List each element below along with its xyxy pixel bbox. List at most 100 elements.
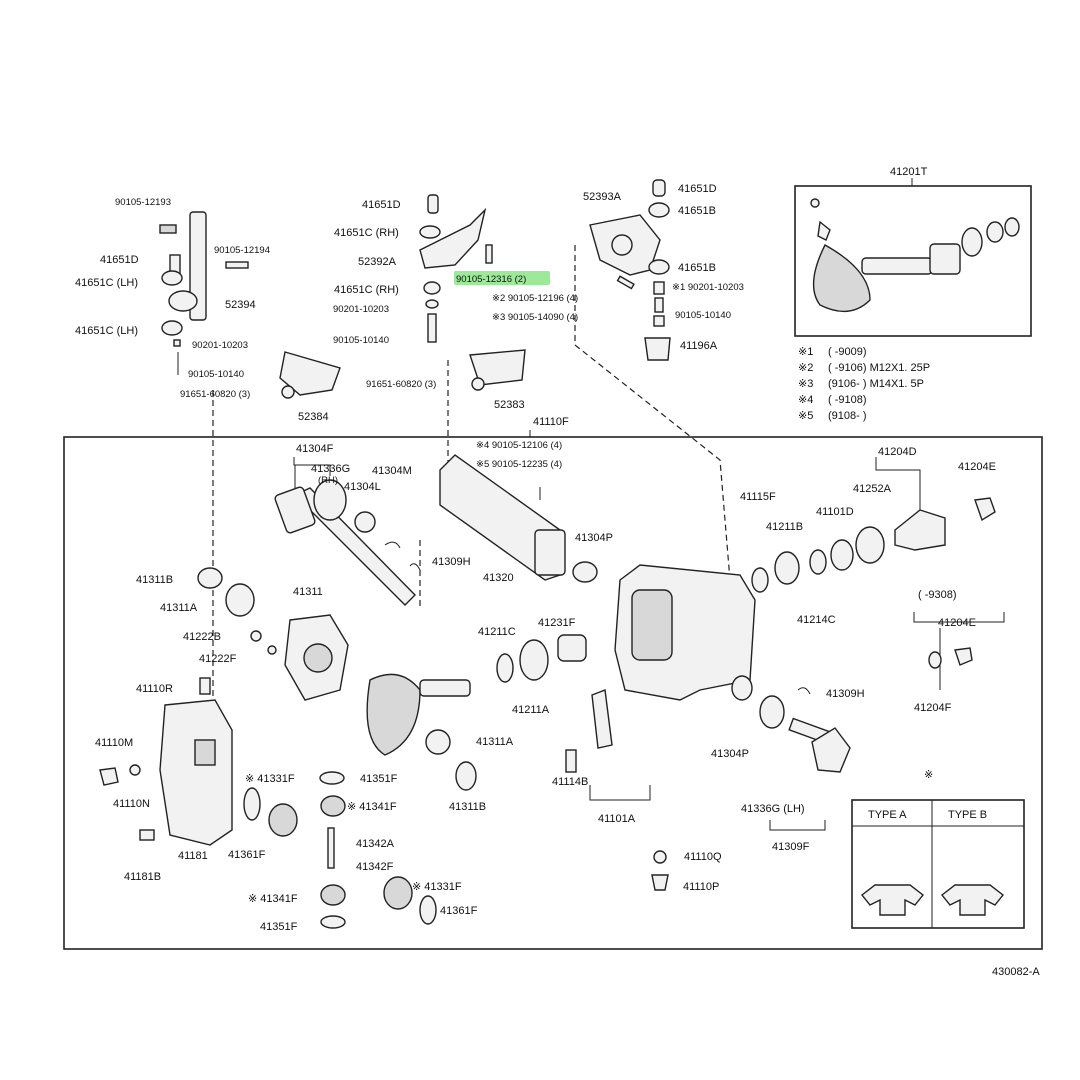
legend-mark-1: ※1: [798, 346, 813, 358]
legend-text-3: (9106- ) M14X1. 5P: [828, 378, 924, 390]
legend-text-1: ( -9009): [828, 346, 867, 358]
label-41651d-mid: 41651D: [362, 199, 401, 211]
diff-case-and-pinion: [197, 567, 613, 791]
label-41204e: 41204E: [958, 461, 996, 473]
label-41361f: 41361F: [228, 849, 266, 861]
label-90201-10203-mid: 90201-10203: [333, 304, 389, 315]
bracket-52394-group: [159, 211, 341, 399]
label-90105-12194: 90105-12194: [214, 245, 270, 256]
label-41304p: 41304P: [575, 532, 613, 544]
label-41651d: 41651D: [100, 254, 139, 266]
legend-text-2: ( -9106) M12X1. 25P: [828, 362, 930, 374]
label-41304l: 41304L: [344, 481, 381, 493]
label-reference-mark: ※: [924, 769, 933, 781]
axle-shaft-41304f: [274, 479, 421, 606]
label-90105-12106: ※4 90105-12106 (4): [476, 440, 562, 451]
label-41311b-2: 41311B: [449, 801, 486, 813]
output-flange-group: [651, 675, 851, 891]
type-comparison-box: [851, 799, 1025, 929]
label-41341f: ※ 41341F: [347, 801, 397, 813]
label-41342a: 41342A: [356, 838, 395, 850]
label-90105-10140: 90105-10140: [188, 369, 244, 380]
label-41201t: 41201T: [890, 166, 928, 178]
label-41311: 41311: [293, 586, 323, 598]
label-41651d-right: 41651D: [678, 183, 717, 195]
label-41309h-2: 41309H: [826, 688, 865, 700]
label-41211c: 41211C: [478, 626, 516, 638]
label-90105-14090: ※3 90105-14090 (4): [492, 312, 578, 323]
label-41651c-lh: 41651C (LH): [75, 277, 138, 289]
label-41651c-rh: 41651C (RH): [334, 227, 399, 239]
label-52394: 52394: [225, 299, 256, 311]
label-41651c-lh-2: 41651C (LH): [75, 325, 138, 337]
label-90105-12193: 90105-12193: [115, 197, 171, 208]
label-41351f-2: 41351F: [260, 921, 298, 933]
cover-41181: [99, 677, 233, 846]
label-41204d: 41204D: [878, 446, 917, 458]
label-41651b-2: 41651B: [678, 262, 716, 274]
label-90105-12196: ※2 90105-12196 (4): [492, 293, 578, 304]
label-41231f: 41231F: [538, 617, 576, 629]
label-41110q: 41110Q: [684, 851, 722, 863]
label-41651c-rh-2: 41651C (RH): [334, 284, 399, 296]
label-41101a: 41101A: [598, 813, 636, 825]
label-41110f: 41110F: [533, 416, 569, 428]
legend-mark-3: ※3: [798, 378, 813, 390]
type-b-header: TYPE B: [948, 809, 987, 821]
label-41115f: 41115F: [740, 491, 776, 503]
label-90201-10203-right: ※1 90201-10203: [672, 282, 744, 293]
carrier-housing-41101a: [614, 497, 996, 701]
label-90201-10203: 90201-10203: [192, 340, 248, 351]
legend-text-4: ( -9108): [828, 394, 867, 406]
label-41222f: 41222F: [199, 653, 237, 665]
ring-gear-set-box: [794, 185, 1032, 337]
axle-tube-41320: [439, 454, 598, 583]
label-41114b: 41114B: [552, 776, 588, 788]
label-52393a: 52393A: [583, 191, 622, 203]
label-41181: 41181: [178, 850, 208, 862]
label-41320: 41320: [483, 572, 514, 584]
label-41311b: 41311B: [136, 574, 173, 586]
label-90105-12316: 90105-12316 (2): [456, 274, 526, 285]
part-labels: 90105-12193 41651D 41651C (LH) 90105-121…: [75, 166, 1040, 978]
label-41110m: 41110M: [95, 737, 133, 749]
label-41361f-2: 41361F: [440, 905, 478, 917]
spider-gears: [243, 771, 437, 929]
label-52383: 52383: [494, 399, 525, 411]
ring-gear-set: [810, 198, 1020, 313]
label-41110r: 41110R: [136, 683, 173, 695]
label-90105-10140-right: 90105-10140: [675, 310, 731, 321]
legend-mark-5: ※5: [798, 410, 813, 422]
label-41211a: 41211A: [512, 704, 550, 716]
label-41311a: 41311A: [160, 602, 198, 614]
label-41351f: 41351F: [360, 773, 398, 785]
label-41309f: 41309F: [772, 841, 810, 853]
label-41304p-2: 41304P: [711, 748, 749, 760]
label-41204e-2: 41204E: [938, 617, 976, 629]
label-41252a: 41252A: [853, 483, 892, 495]
label-41222b: 41222B: [183, 631, 221, 643]
label-41331f-2: ※ 41331F: [412, 881, 462, 893]
label-41196a: 41196A: [680, 340, 718, 352]
highlight-marker: [454, 271, 550, 285]
legend-mark-2: ※2: [798, 362, 813, 374]
legend-mark-4: ※4: [798, 394, 813, 406]
type-a-header: TYPE A: [868, 809, 907, 821]
label-52392a: 52392A: [358, 256, 397, 268]
label-41311a-2: 41311A: [476, 736, 514, 748]
label-41304m: 41304M: [372, 465, 412, 477]
label-41651b: 41651B: [678, 205, 716, 217]
label-41214c: 41214C: [797, 614, 836, 626]
label-range-9308: ( -9308): [918, 589, 957, 601]
label-41336g-lh: 41336G (LH): [741, 803, 805, 815]
legend: ※1 ( -9009) ※2 ( -9106) M12X1. 25P ※3 (9…: [798, 346, 930, 422]
label-41110p: 41110P: [683, 881, 719, 893]
label-90105-12235: ※5 90105-12235 (4): [476, 459, 562, 470]
label-41342f: 41342F: [356, 861, 394, 873]
label-90105-10140-mid: 90105-10140: [333, 335, 389, 346]
label-91651-60820-mid: 91651-60820 (3): [366, 379, 436, 390]
label-41181b: 41181B: [124, 871, 161, 883]
label-41110n: 41110N: [113, 798, 150, 810]
label-rh: (RH): [318, 475, 338, 486]
